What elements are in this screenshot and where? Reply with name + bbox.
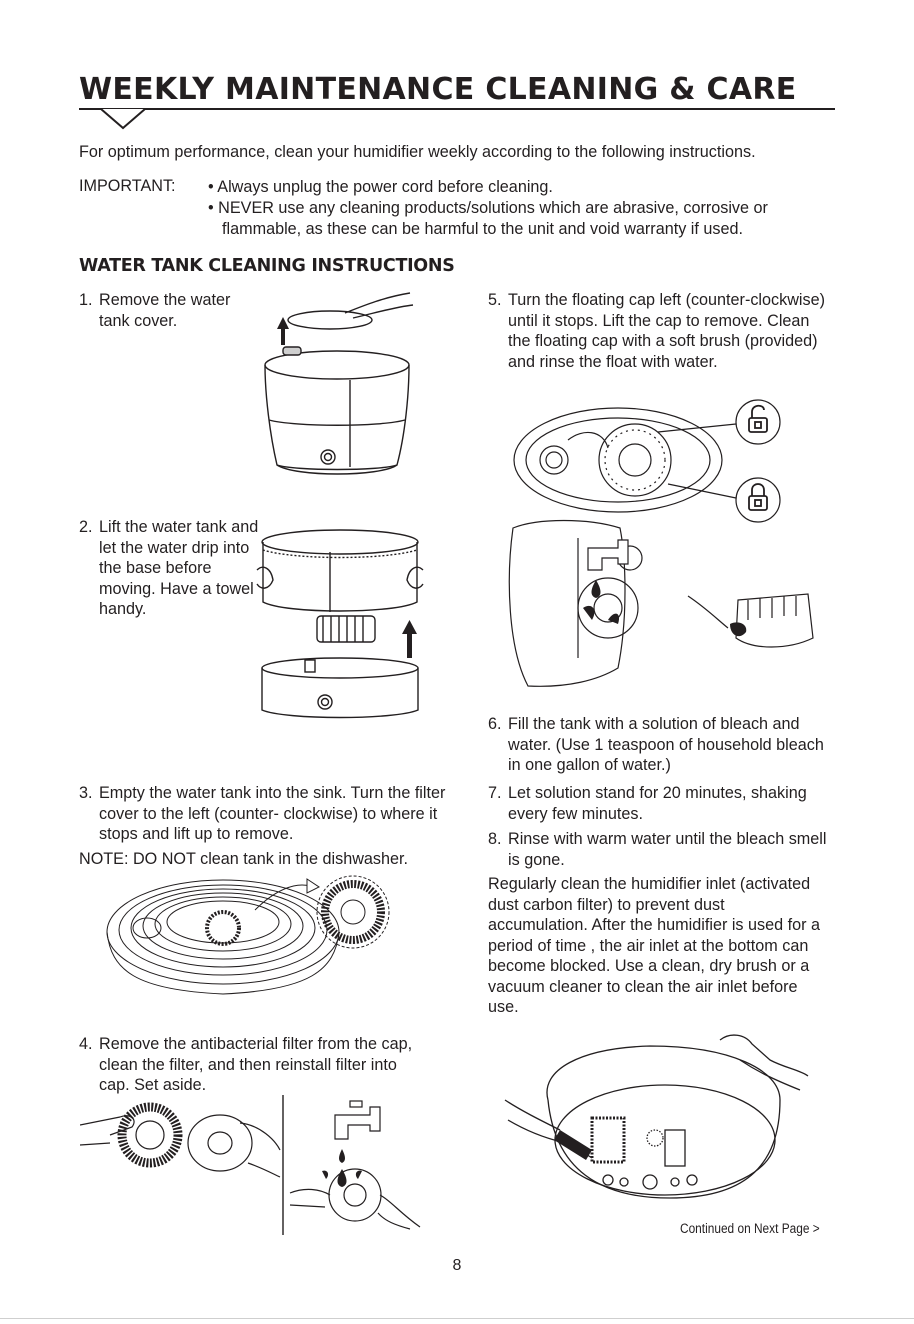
title-chevron-icon [100,108,146,130]
step-text: Let solution stand for 20 minutes, shaki… [508,784,807,823]
step-text: Remove the water tank cover. [99,291,231,330]
page-title: WEEKLY MAINTENANCE CLEANING & CARE [79,72,797,107]
continued-link[interactable]: Continued on Next Page > [680,1221,820,1236]
step-number: 5. [488,291,502,309]
step-3: 3. Empty the water tank into the sink. T… [79,783,449,845]
step-number: 7. [488,784,502,802]
intro-text: For optimum performance, clean your humi… [79,143,756,161]
lift-tank-illustration [256,529,424,719]
water-drop-icon [583,580,620,624]
brush-icon [554,1130,592,1160]
air-inlet-cleaning-illustration [504,1034,809,1199]
step-text: Turn the floating cap left (counter-cloc… [508,291,825,371]
step-number: 4. [79,1035,93,1053]
step-2: 2. Lift the water tank and let the water… [79,517,264,620]
step-7: 7. Let solution stand for 20 minutes, sh… [488,783,828,824]
page-bottom-rule [0,1318,914,1319]
step-number: 8. [488,830,502,848]
step-8: 8. Rinse with warm water until the bleac… [488,829,828,870]
page-number: 8 [452,1257,462,1274]
step-text: Rinse with warm water until the bleach s… [508,830,827,869]
unlock-icon [748,404,768,433]
title-rule [79,108,835,110]
important-item: • Always unplug the power cord before cl… [208,178,553,196]
step-number: 3. [79,784,93,802]
step-text: Fill the tank with a solution of bleach … [508,715,824,774]
faucet-icon [334,1100,381,1140]
note-text: NOTE: DO NOT clean tank in the dishwashe… [79,850,408,868]
remove-tank-cover-illustration [264,292,414,475]
up-arrow-icon [402,620,417,658]
step-text: Lift the water tank and let the water dr… [99,518,259,618]
filter-cover-illustration [106,875,390,995]
section-heading: WATER TANK CLEANING INSTRUCTIONS [79,256,455,276]
step-5: 5. Turn the floating cap left (counter-c… [488,290,828,372]
antibacterial-filter-illustration [80,1095,421,1235]
important-list: • Always unplug the power cord before cl… [208,177,828,240]
important-label: IMPORTANT: [79,177,176,195]
step-4: 4. Remove the antibacterial filter from … [79,1034,424,1096]
lock-icon [748,483,768,511]
brush-icon [730,622,747,637]
step-text: Remove the antibacterial filter from the… [99,1035,413,1094]
faucet-icon [587,539,629,571]
step-number: 1. [79,291,93,309]
important-item: • NEVER use any cleaning products/soluti… [208,199,768,238]
step-number: 2. [79,518,93,536]
up-arrow-icon [277,317,289,345]
step-1: 1. Remove the water tank cover. [79,290,254,331]
water-drop-icon [322,1149,362,1187]
inlet-paragraph: Regularly clean the humidifier inlet (ac… [488,875,821,1016]
step-6: 6. Fill the tank with a solution of blea… [488,714,838,776]
floating-cap-illustration [508,399,814,687]
step-number: 6. [488,715,502,733]
step-text: Empty the water tank into the sink. Turn… [99,784,446,843]
